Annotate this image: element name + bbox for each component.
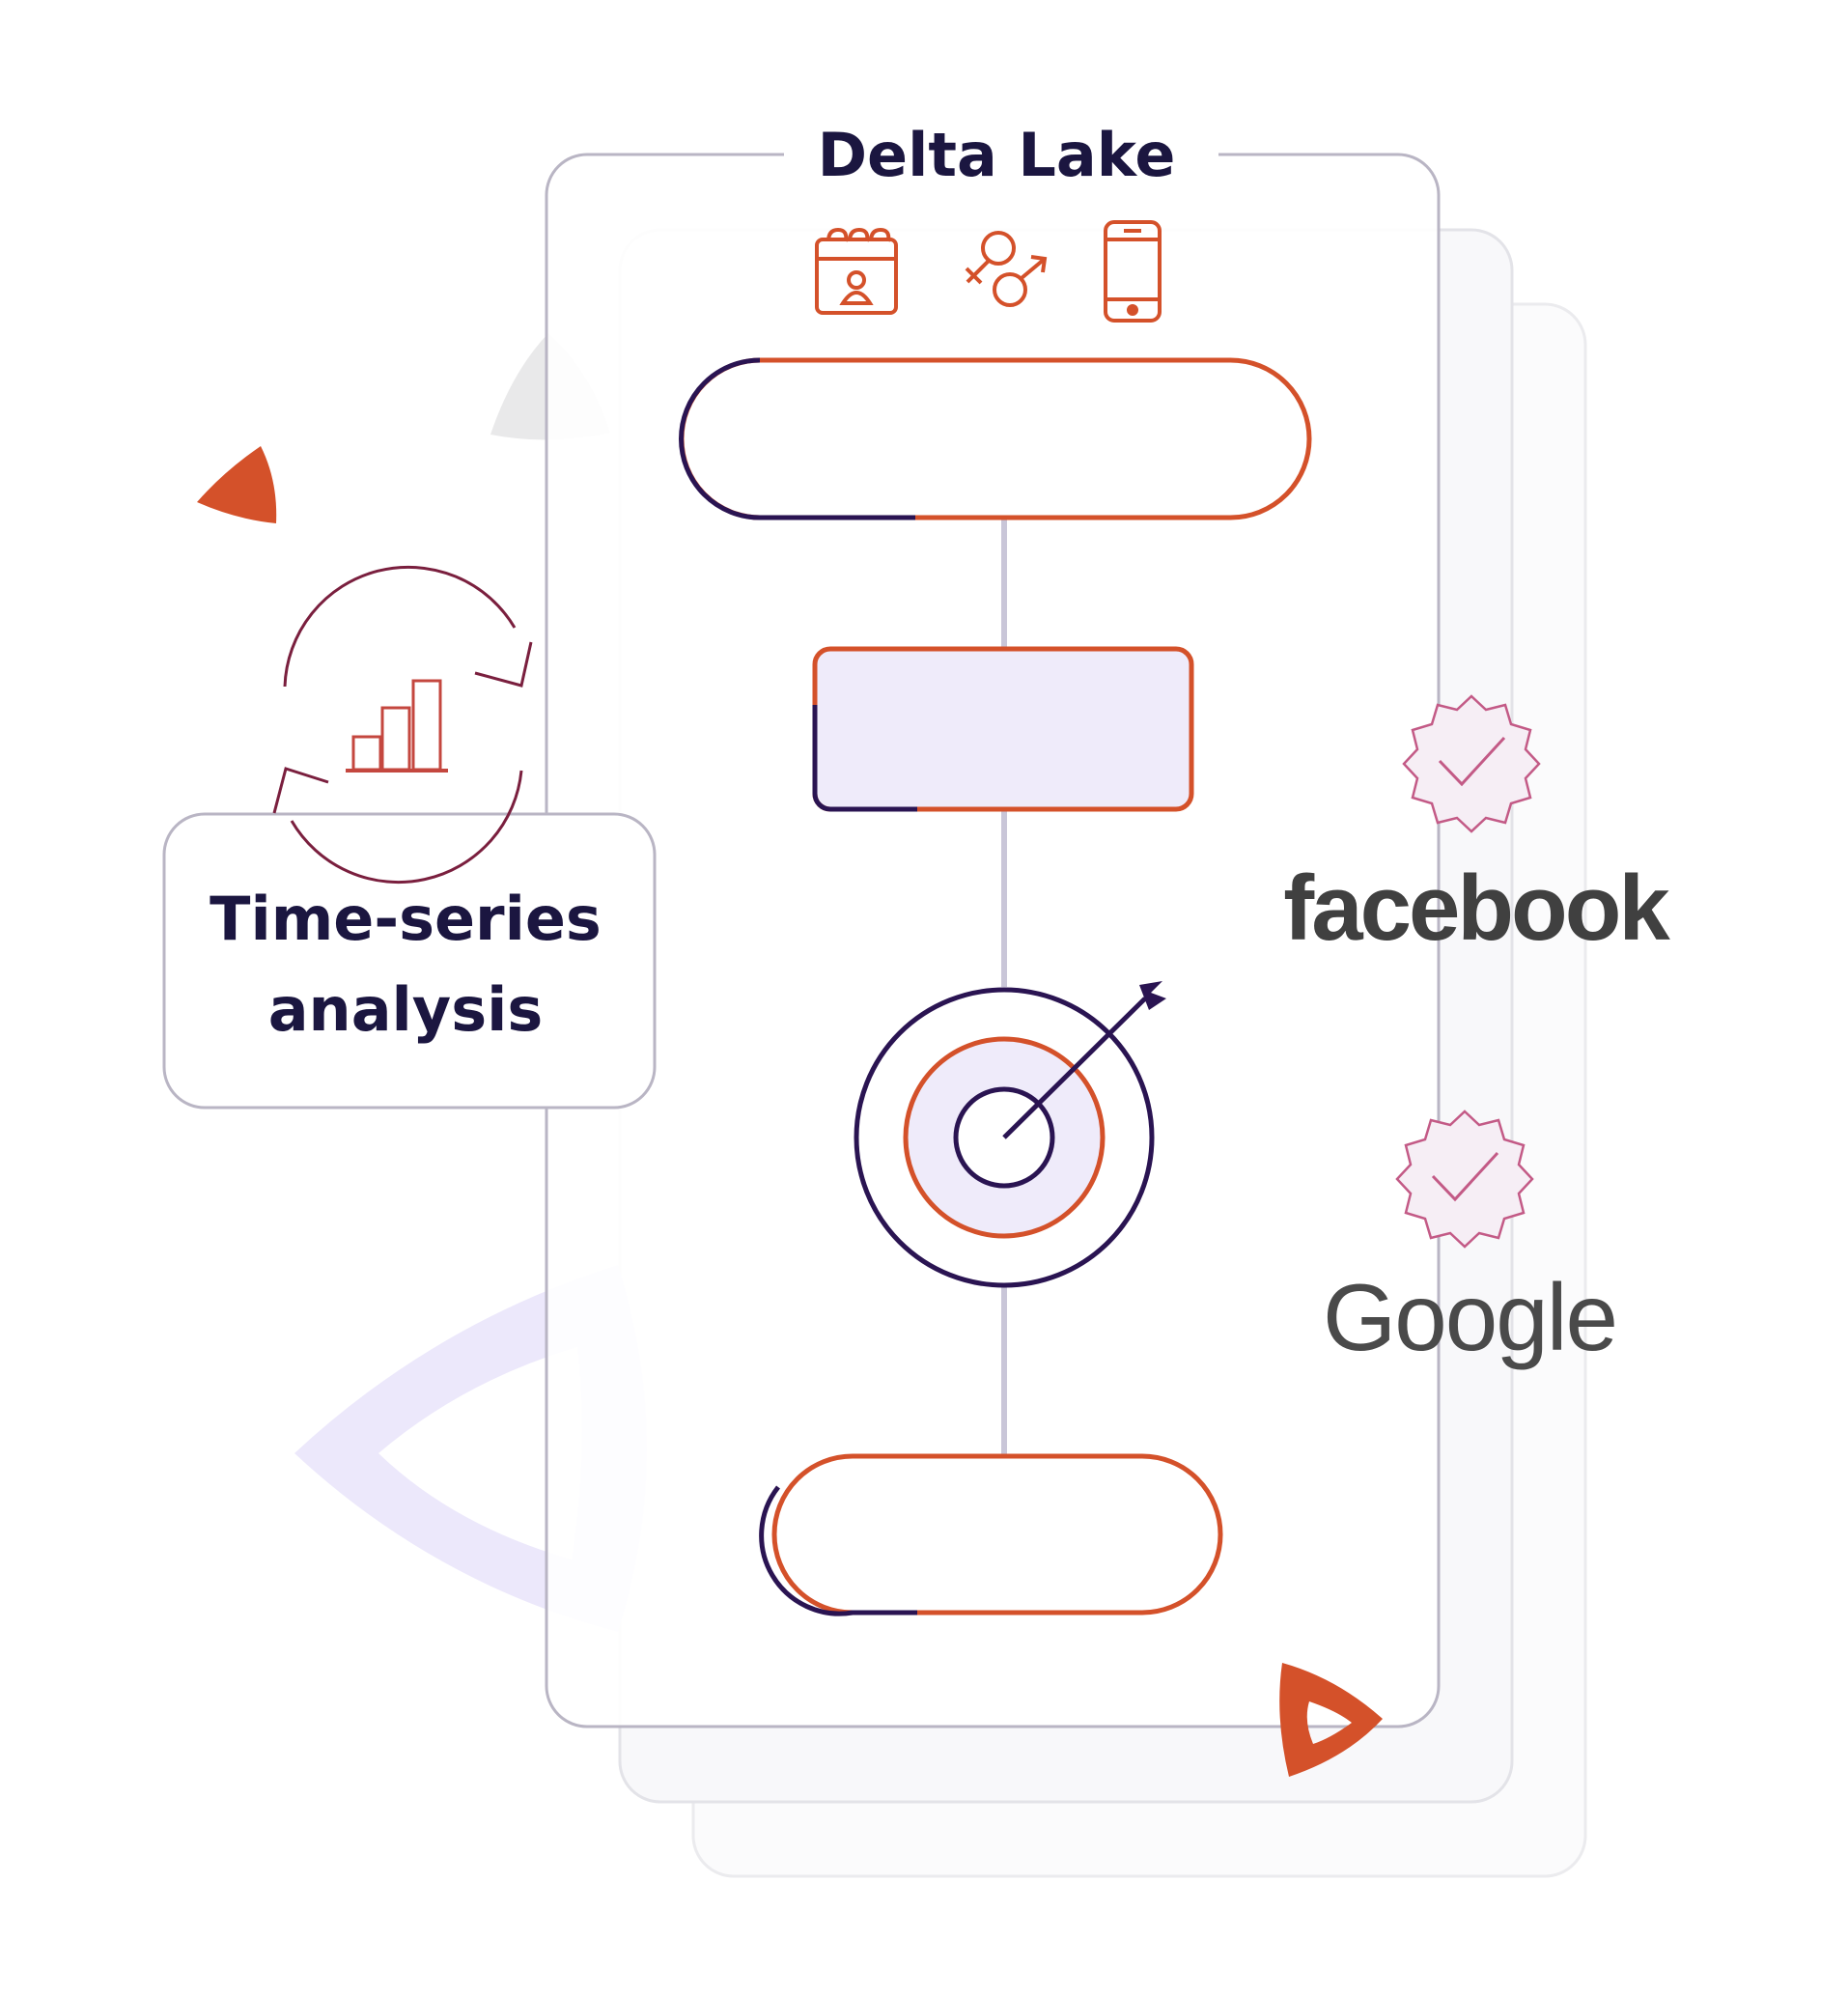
decor-orange-triangle-small	[197, 446, 277, 523]
side-label-box	[162, 812, 657, 1110]
pipeline-node-bottom	[759, 1453, 1223, 1616]
brand-google: Google	[1323, 1264, 1616, 1370]
target-arrow-icon	[854, 981, 1166, 1288]
side-label-line2: analysis	[268, 974, 544, 1045]
title-gap	[784, 145, 1218, 168]
smartphone-icon	[1104, 220, 1162, 323]
verified-badge-icon	[1402, 694, 1541, 833]
pipeline-node-top	[679, 357, 1312, 520]
diagram-title: Delta Lake	[818, 120, 1176, 190]
gender-symbols-icon	[965, 231, 1048, 307]
calendar-person-icon	[815, 227, 898, 315]
verified-badge-icon	[1395, 1110, 1534, 1249]
brand-facebook: facebook	[1283, 857, 1670, 960]
decor-orange-triangle-large	[1279, 1663, 1383, 1777]
bar-chart-icon	[346, 679, 448, 773]
pipeline-node-middle	[812, 646, 1194, 812]
refresh-arrows-icon	[272, 565, 533, 884]
side-label-line1: Time-series	[210, 884, 602, 954]
